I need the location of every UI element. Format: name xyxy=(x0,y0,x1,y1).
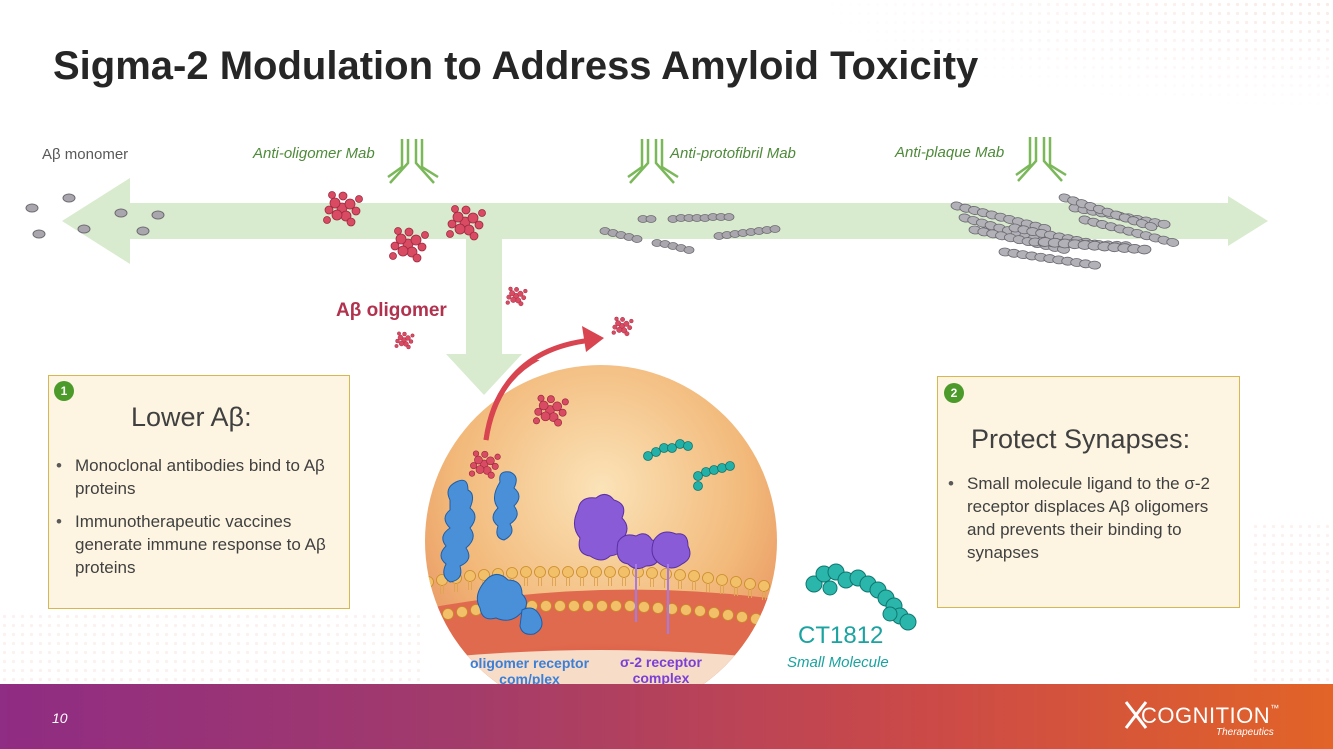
bullet-vaccines: Immunotherapeutic vaccines generate immu… xyxy=(56,510,346,579)
cognition-logo-icon xyxy=(1124,701,1148,729)
bullet-small-molecule: Small molecule ligand to the σ-2 recepto… xyxy=(948,472,1232,564)
protofibrils xyxy=(599,213,781,254)
displacement-arrow xyxy=(483,326,604,441)
bullet-antibodies: Monoclonal antibodies bind to Aβ protein… xyxy=(56,454,346,500)
protect-synapses-title: Protect Synapses: xyxy=(971,424,1191,454)
slide-title: Sigma-2 Modulation to Address Amyloid To… xyxy=(53,44,979,88)
protect-synapses-box: 2 Protect Synapses: Small molecule ligan… xyxy=(937,376,1240,608)
monomer-particles xyxy=(25,193,165,239)
monomer-label: Aβ monomer xyxy=(42,146,129,163)
anti-protofibril-antibody-icon xyxy=(627,139,679,184)
anti-oligomer-label: Anti-oligomer Mab xyxy=(253,145,375,162)
ct1812-subtitle: Small Molecule xyxy=(787,654,889,671)
anti-plaque-antibody-icon xyxy=(1015,137,1067,182)
cognition-logo-subtitle: Therapeutics xyxy=(1216,727,1274,738)
oligomer-receptor-label: oligomer receptor com/plex xyxy=(470,655,589,687)
logo-wordmark: COGNITION xyxy=(1141,703,1271,728)
anti-protofibril-label: Anti-protofibril Mab xyxy=(670,145,796,162)
cognition-logo-text: COGNITION™ xyxy=(1141,703,1280,729)
step-2-badge: 2 xyxy=(944,383,964,403)
anti-oligomer-antibody-icon xyxy=(387,139,439,184)
protect-synapses-bullets: Small molecule ligand to the σ-2 recepto… xyxy=(948,472,1232,574)
sigma2-receptor-label: σ-2 receptor complex xyxy=(620,654,702,686)
anti-plaque-label: Anti-plaque Mab xyxy=(895,144,1005,161)
oligomer-receptor-label-line2: com/plex xyxy=(499,671,560,687)
page-number: 10 xyxy=(52,710,68,726)
ct1812-molecule-icon xyxy=(805,563,917,631)
lower-abeta-title: Lower Aβ: xyxy=(131,402,252,432)
footer-band xyxy=(0,684,1333,749)
lower-abeta-box: 1 Lower Aβ: Monoclonal antibodies bind t… xyxy=(48,375,350,609)
oligomer-label: Aβ oligomer xyxy=(336,300,447,321)
step-1-badge: 1 xyxy=(54,381,74,401)
oligomer-receptor-label-line1: oligomer receptor xyxy=(470,655,590,671)
sigma2-label-line1: σ-2 receptor xyxy=(620,654,702,670)
lower-abeta-bullets: Monoclonal antibodies bind to Aβ protein… xyxy=(56,454,346,589)
logo-trademark: ™ xyxy=(1270,703,1280,713)
sigma2-label-line2: complex xyxy=(632,670,690,686)
amyloid-plaque xyxy=(948,192,1182,270)
ct1812-name: CT1812 xyxy=(798,622,884,649)
